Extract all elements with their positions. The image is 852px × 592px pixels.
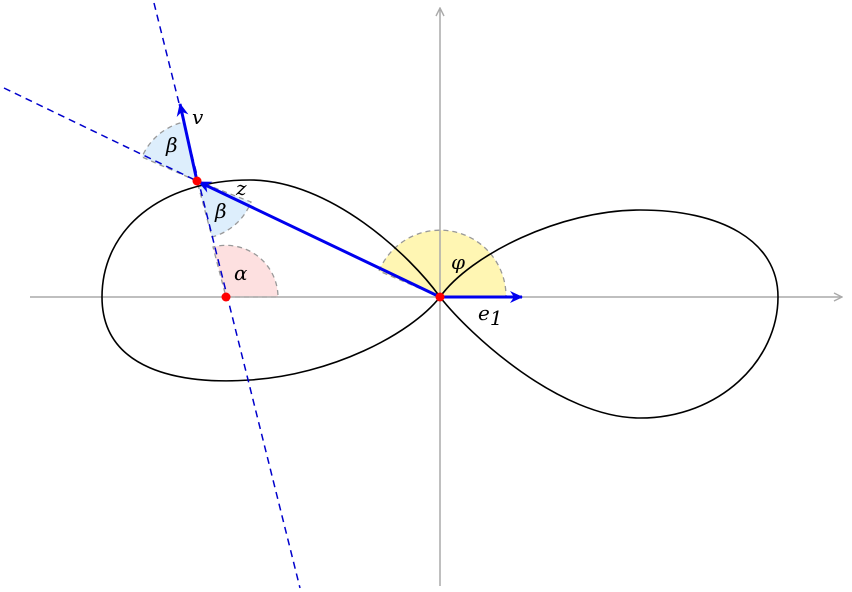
label-phi: φ [451,250,465,274]
phi-angle-wedge [378,229,507,298]
v-vector [176,103,199,182]
label-v: v [192,105,204,129]
label-beta-lower: β [214,199,227,223]
label-z: z [235,176,247,200]
origin-point [435,292,445,302]
label-e: e [478,301,490,325]
label-alpha: α [234,261,248,285]
alpha-angle-wedge [212,244,279,298]
label-e1: e1 [478,301,503,330]
curve-point [192,176,202,186]
beta-upper-angle-wedge [141,121,198,183]
label-beta-upper: β [165,133,178,157]
label-e-subscript: 1 [490,306,503,330]
axis-intersection-point [221,292,231,302]
z-vector [198,180,441,299]
